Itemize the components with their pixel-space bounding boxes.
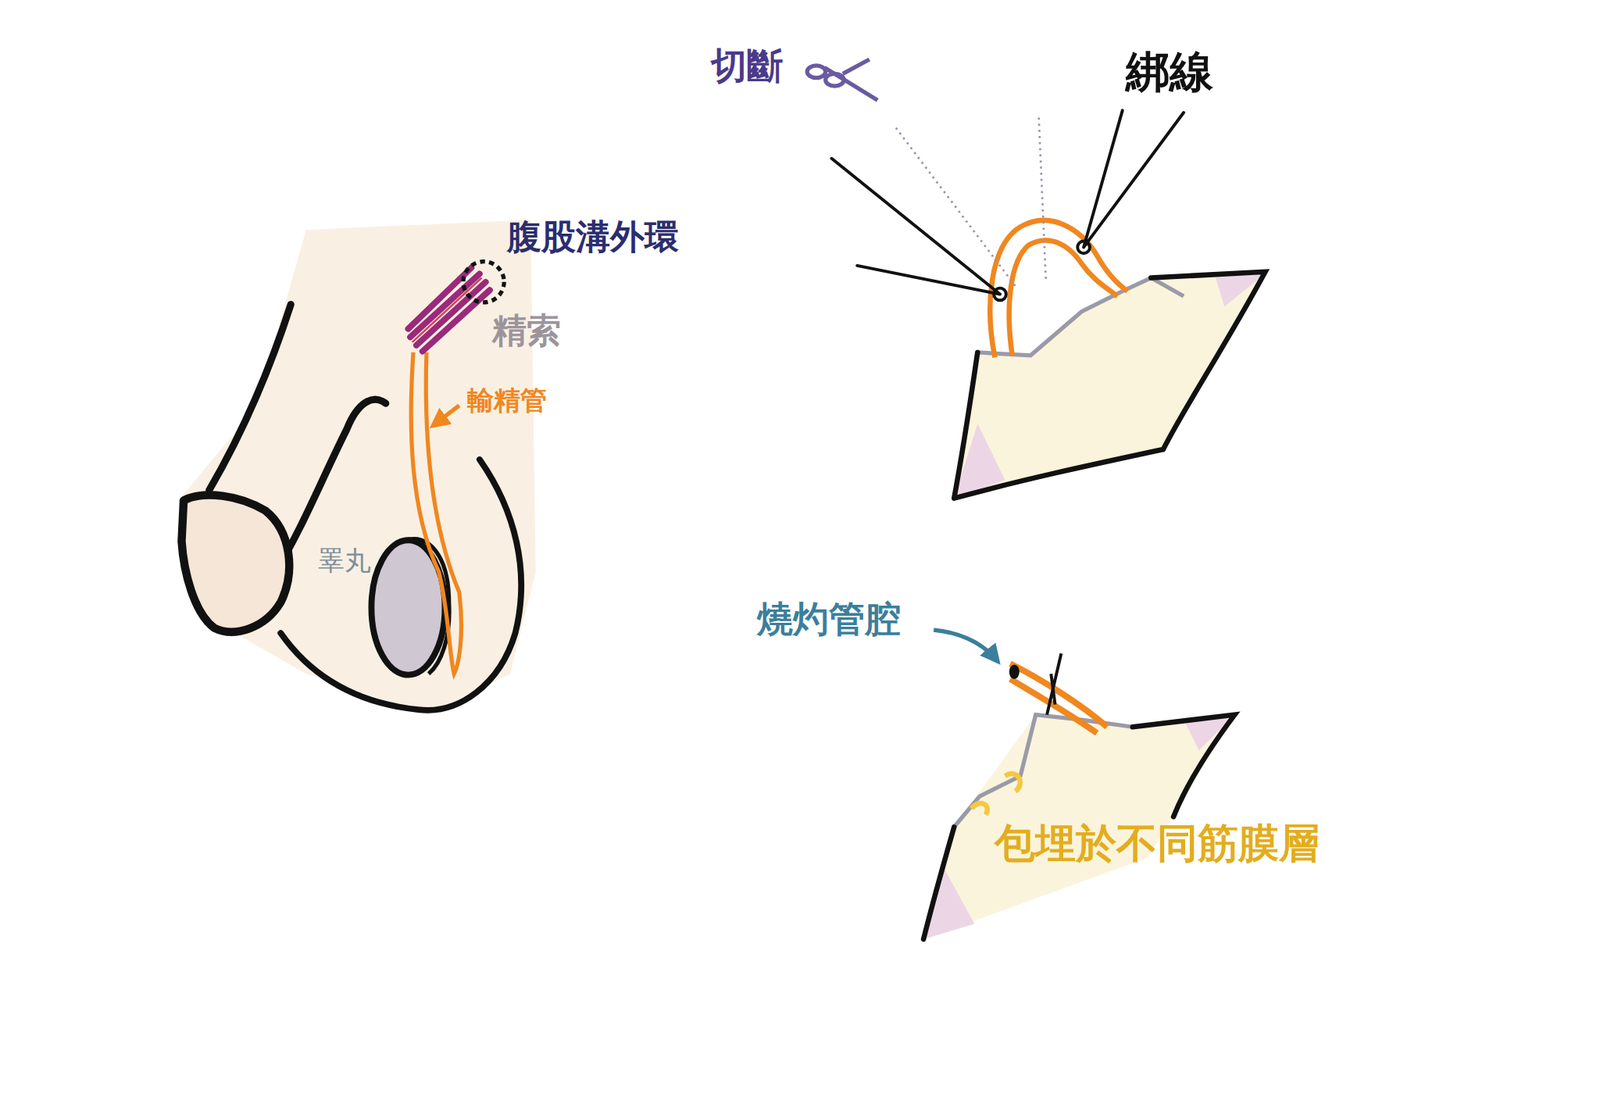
fascia-outline — [953, 271, 1265, 499]
external-inguinal-ring — [463, 261, 504, 303]
cautery-figure — [923, 629, 1235, 940]
vas-loop — [1009, 239, 1118, 355]
label-text: 綁線 — [1125, 46, 1214, 97]
label-text: 包埋於不同筋膜層 — [994, 820, 1320, 868]
label-text: 切斷 — [710, 45, 783, 87]
leader-arrow — [432, 405, 460, 426]
label-text: 輸精管 — [467, 385, 547, 416]
fascia-suture — [971, 773, 1020, 815]
label-text: 燒灼管腔 — [757, 598, 901, 640]
suture-knot — [1077, 241, 1090, 254]
vas-deferens — [410, 352, 461, 674]
anatomy-figure — [178, 219, 536, 715]
glans — [181, 495, 290, 633]
label-text: 睪丸 — [317, 545, 372, 576]
skin-ground — [178, 219, 536, 715]
cauterized-lumen — [1009, 664, 1020, 679]
epididymis — [403, 539, 450, 675]
spermatic-cord — [407, 267, 490, 352]
label-text: 腹股溝外環 — [507, 217, 679, 258]
label-text: 精索 — [492, 310, 561, 351]
fascia-flap — [953, 273, 1265, 498]
vas-stump — [1010, 663, 1108, 733]
suture-knot — [1046, 653, 1061, 715]
leader-arrow — [933, 629, 998, 661]
ligation-figure — [807, 59, 1265, 499]
cut-line — [896, 117, 1047, 287]
suture-knot — [993, 288, 1007, 301]
scissors-icon — [807, 59, 878, 100]
suture-thread — [831, 110, 1184, 294]
spermatic-cord — [412, 278, 483, 343]
fascia-edge — [953, 714, 1133, 828]
shaft-line — [209, 304, 291, 491]
vas-loop — [989, 220, 1128, 358]
